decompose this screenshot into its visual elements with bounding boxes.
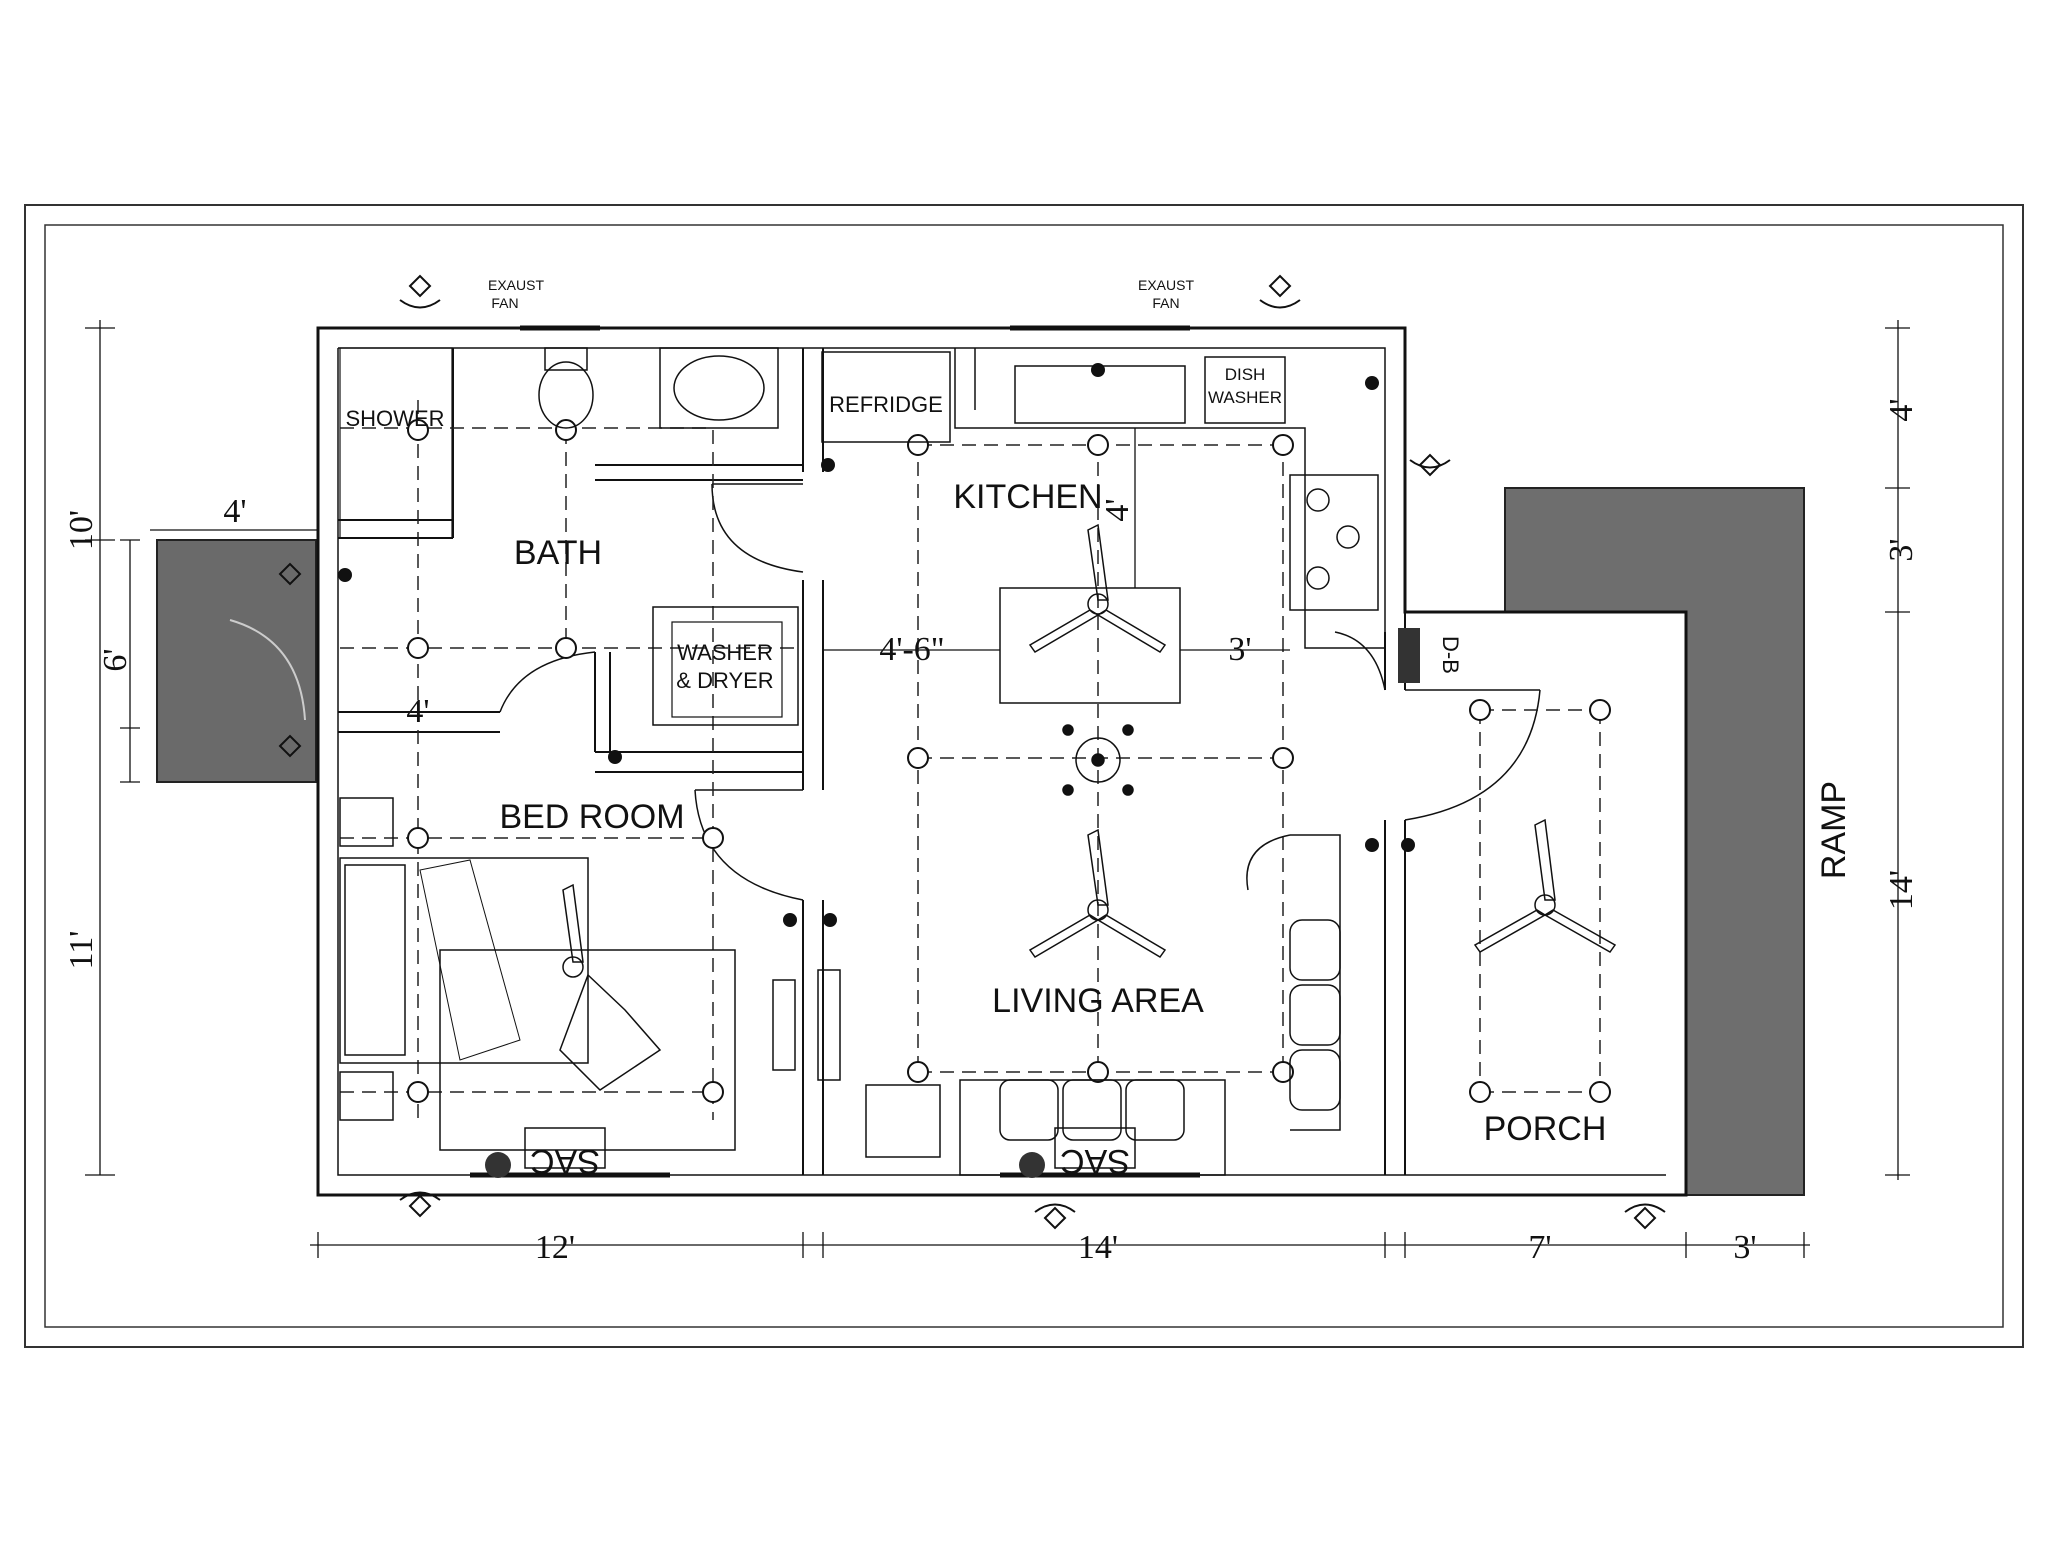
dim-right-14: 14' xyxy=(1883,870,1920,910)
refridge-box xyxy=(821,351,951,443)
exhaust-fan-bath-label-1: EXAUST xyxy=(488,277,544,293)
side-table-living xyxy=(865,1084,941,1158)
room-label-kitchen: KITCHEN xyxy=(953,478,1102,516)
ceiling-fan-porch xyxy=(1473,818,1617,953)
dish-washer-label-1: DISH xyxy=(1225,365,1266,384)
washer-dryer-box xyxy=(652,606,799,726)
room-label-bath: BATH xyxy=(514,534,602,572)
entry-door-swing xyxy=(229,619,306,721)
shower-area xyxy=(339,347,453,539)
kitchen-counter xyxy=(954,348,1385,649)
sofa-bottom xyxy=(959,1079,1226,1176)
exhaust-fan-kitchen-label-2: FAN xyxy=(1152,295,1179,311)
exhaust-point-fan xyxy=(1062,724,1134,796)
dim-kitchen-3: 3' xyxy=(1228,631,1251,668)
bedroom-wardrobe xyxy=(772,969,841,1081)
wash-basin xyxy=(659,347,779,429)
bed xyxy=(339,857,736,1151)
entry-landing xyxy=(156,539,317,783)
ceiling-fan-kitchen xyxy=(999,523,1181,704)
light-points xyxy=(407,419,1611,1103)
washer-dryer-label-2: & DRYER xyxy=(676,668,773,693)
dim-entry-4-top: 4' xyxy=(223,493,246,530)
dim-right-4: 4' xyxy=(1883,398,1920,421)
ceiling-fan-living xyxy=(1028,828,1167,958)
dim-kitchen-4: 4' xyxy=(1099,498,1136,521)
bed-side-table-bottom xyxy=(339,1071,394,1121)
external-lights xyxy=(278,274,1666,1230)
washer-dryer-label-1: WASHER xyxy=(677,640,773,665)
dim-left-6: 6' xyxy=(97,648,134,671)
distribution-board-symbol xyxy=(1398,628,1420,683)
sac-box-living xyxy=(1054,1127,1136,1169)
dim-entry-4-bottom: 4' xyxy=(406,693,429,730)
dim-left-10: 10' xyxy=(63,510,100,550)
dim-left-11: 11' xyxy=(63,931,100,970)
bed-side-table-top xyxy=(339,797,394,847)
distribution-board-label: D-B xyxy=(1438,636,1463,674)
sac-label-living: SAC xyxy=(1060,1142,1130,1180)
room-label-bedroom: BED ROOM xyxy=(499,798,684,836)
exterior-walls xyxy=(316,326,1688,1197)
exhaust-fan-bath-label-2: FAN xyxy=(491,295,518,311)
outer-sheet-border xyxy=(24,204,2024,1348)
ramp-area xyxy=(1504,487,1805,1196)
switch-points xyxy=(338,363,1415,927)
room-label-shower: SHOWER xyxy=(346,406,445,431)
dish-washer-label-2: WASHER xyxy=(1208,388,1282,407)
toilet xyxy=(538,347,594,429)
dimension-lines xyxy=(85,320,1910,1258)
sac-box-bedroom xyxy=(524,1127,606,1169)
room-label-porch: PORCH xyxy=(1484,1110,1607,1148)
interior-walls xyxy=(338,325,1406,1178)
dim-bottom-7: 7' xyxy=(1528,1229,1551,1266)
dish-washer-box xyxy=(1204,356,1286,424)
exhaust-fan-kitchen-label-1: EXAUST xyxy=(1138,277,1194,293)
ceiling-fan-bedroom xyxy=(562,883,584,978)
inner-sheet-border xyxy=(44,224,2004,1328)
dim-bottom-14: 14' xyxy=(1078,1229,1118,1266)
sofa-right xyxy=(1246,834,1341,1131)
refridge-label: REFRIDGE xyxy=(829,392,943,417)
sac-label-bedroom: SAC xyxy=(530,1142,600,1180)
dim-right-3: 3' xyxy=(1883,538,1920,561)
ramp-label: RAMP xyxy=(1815,781,1853,879)
dim-kitchen-4-6: 4'-6" xyxy=(879,631,944,668)
dim-bottom-3: 3' xyxy=(1733,1229,1756,1266)
dim-bottom-12: 12' xyxy=(535,1229,575,1266)
room-label-living: LIVING AREA xyxy=(992,982,1204,1020)
